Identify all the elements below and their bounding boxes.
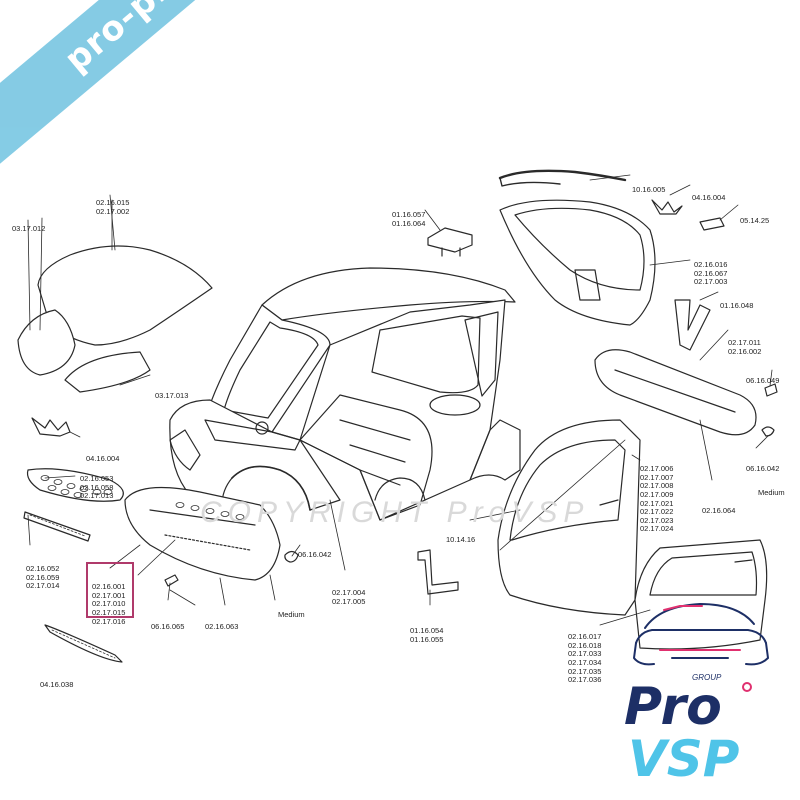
label-badge: 05.14.25	[740, 216, 770, 226]
copyright-watermark: COPYRIGHT ProVSP	[200, 496, 590, 529]
clip-center-part	[284, 550, 299, 563]
badge-part	[699, 217, 725, 231]
label-medium-right: Medium	[758, 488, 785, 498]
hinge-part	[424, 209, 473, 257]
tailgate-part	[499, 199, 656, 326]
label-clip-right: 06.16.042	[746, 464, 780, 474]
leader-lines	[27, 174, 773, 626]
logo-group-text: GROUP	[692, 673, 722, 682]
clip-right-part	[761, 426, 775, 437]
label-weatherstrip: 10.16.005	[632, 185, 666, 195]
label-strut: 01.16.048	[720, 301, 754, 311]
label-bumper-medium-code: 02.16.063	[205, 622, 239, 632]
label-roof-panel: 03.17.013	[155, 391, 189, 401]
label-screw-right: 06.16.049	[746, 376, 780, 386]
car-body-shell	[169, 267, 521, 521]
label-windshield: 03.17.012	[12, 224, 46, 234]
logo-vsp-text: VSP	[628, 730, 739, 788]
logo-hex-icon	[742, 682, 752, 692]
rear-door-part	[634, 539, 768, 650]
weatherstrip-part	[498, 169, 627, 187]
logo-car-outline-icon	[633, 603, 769, 666]
emblem-left-part	[31, 417, 71, 437]
label-rear-bumper-medium: 02.16.064	[702, 506, 736, 516]
emblem-right-part	[651, 199, 683, 215]
highlight-box	[86, 562, 134, 618]
provsp-logo: GROUP Pro VSP	[624, 603, 769, 788]
roof-panel-part	[64, 351, 151, 393]
logo-pro-text: Pro	[624, 677, 722, 737]
screw-part	[164, 574, 179, 601]
strut-part	[674, 299, 711, 351]
front-door-part	[497, 419, 641, 616]
screw-right-part	[764, 383, 778, 397]
label-screw: 06.16.065	[151, 622, 185, 632]
label-clip-center: 06.16.042	[298, 550, 332, 560]
bottom-grille-part	[44, 624, 123, 663]
label-bumper-medium-text: Medium	[278, 610, 305, 620]
label-bottom-grille: 04.16.038	[40, 680, 74, 690]
windshield-part	[17, 219, 76, 376]
hood-part	[37, 194, 213, 346]
rear-bumper-part	[594, 349, 757, 481]
label-door-seal: 10.14.16	[446, 535, 476, 545]
side-grille-part	[23, 511, 91, 542]
front-grille-part	[26, 468, 124, 502]
label-emblem-left: 04.16.004	[86, 454, 120, 464]
label-emblem-right: 04.16.004	[692, 193, 726, 203]
front-bumper-part	[109, 486, 281, 606]
bracket-part	[417, 549, 459, 595]
